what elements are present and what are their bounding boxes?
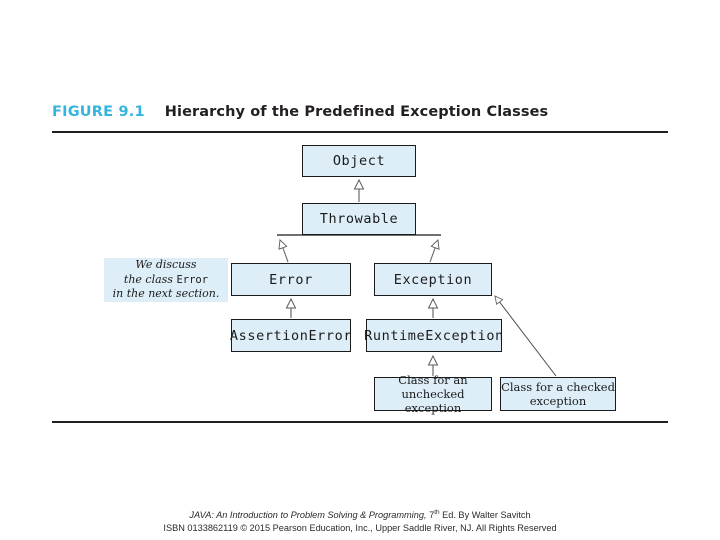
class-node-assertionerror[interactable]: AssertionError (229, 319, 353, 352)
note-line-3: in the next section. (112, 287, 220, 301)
class-node-label: Class for an unchecked exception (398, 372, 468, 416)
footer-edition-suffix: th (434, 509, 440, 516)
class-node-error[interactable]: Error (231, 263, 351, 296)
edge-checked-exception (495, 296, 557, 377)
class-node-label: AssertionError (229, 327, 353, 344)
class-node-label: Class for a checked exception (501, 379, 615, 408)
figure-number: FIGURE 9.1 (52, 104, 145, 120)
footer-rule (52, 421, 668, 423)
class-node-label: Error (269, 271, 313, 288)
class-hierarchy-diagram: Object Throwable Error Exception Asserti… (104, 0, 616, 415)
class-node-label: RuntimeException (364, 327, 504, 344)
class-node-unchecked-exception[interactable]: Class for an unchecked exception (374, 373, 492, 415)
annotation-note-error: We discuss the class Error in the next s… (104, 258, 228, 302)
copyright-footer: JAVA: An Introduction to Problem Solving… (0, 508, 720, 535)
class-node-exception[interactable]: Exception (374, 263, 492, 296)
class-node-label: Exception (393, 271, 473, 288)
footer-edition-number: 7 (429, 510, 435, 521)
figure-header: FIGURE 9.1 Hierarchy of the Predefined E… (52, 104, 668, 130)
footer-line-2: ISBN 0133862119 © 2015 Pearson Education… (163, 523, 557, 534)
class-node-label: Throwable (319, 211, 399, 227)
note-line-1: We discuss (135, 258, 197, 272)
class-node-runtimeexception[interactable]: RuntimeException (364, 319, 504, 352)
edge-error-throwable (280, 240, 289, 263)
footer-line-1: JAVA: An Introduction to Problem Solving… (0, 508, 720, 522)
class-node-label: Object (332, 153, 386, 169)
connector-lines (277, 0, 557, 377)
header-rule (52, 131, 668, 133)
footer-book-title: JAVA: An Introduction to Problem Solving… (189, 510, 427, 521)
note-line-2-prefix: the class (123, 272, 177, 286)
note-line-2-code: Error (176, 273, 209, 286)
edge-exception-throwable (429, 240, 438, 263)
class-node-object[interactable]: Object (302, 145, 416, 177)
class-node-throwable[interactable]: Throwable (302, 203, 416, 235)
class-node-checked-exception[interactable]: Class for a checked exception (500, 377, 616, 411)
figure-title: Hierarchy of the Predefined Exception Cl… (164, 104, 549, 120)
footer-edition-rest: Ed. By Walter Savitch (442, 510, 531, 521)
